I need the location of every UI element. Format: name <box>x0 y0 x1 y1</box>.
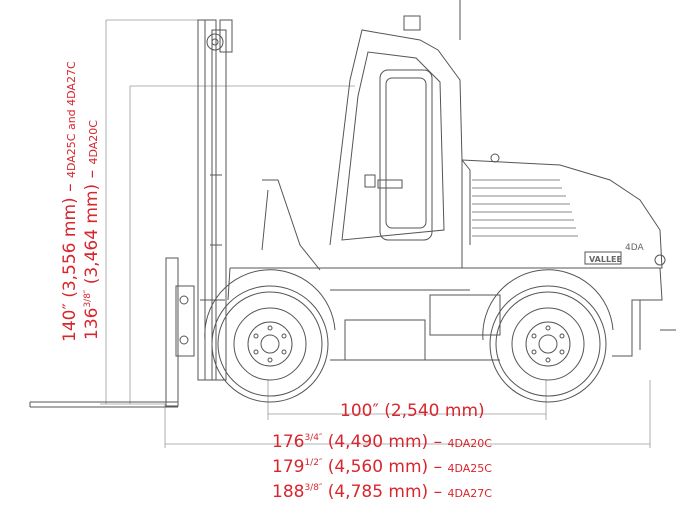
cab <box>329 0 471 246</box>
wheelbase-label: 100″ (2,540 mm) <box>340 401 485 421</box>
vallee-badge: VALLEE <box>589 255 622 264</box>
height-140-label: 140″ (3,556 mm) – 4DA25C and 4DA27C <box>60 61 80 342</box>
engine-hood <box>461 153 666 269</box>
dimension-lines <box>100 19 651 448</box>
chassis <box>227 179 676 361</box>
height-136-label: 1363/8″ (3,464 mm) – 4DA20C <box>82 120 102 340</box>
forks <box>29 257 195 408</box>
mast <box>197 19 233 381</box>
length-4da27c-label: 1883/8″ (4,785 mm) – 4DA27C <box>272 482 492 502</box>
length-4da25c-label: 1791/2″ (4,560 mm) – 4DA25C <box>272 457 492 477</box>
front-wheel <box>204 269 336 403</box>
rear-wheel <box>482 269 614 403</box>
length-4da20c-label: 1763/4″ (4,490 mm) – 4DA20C <box>272 432 492 452</box>
model-badge: 4DA <box>625 243 644 253</box>
